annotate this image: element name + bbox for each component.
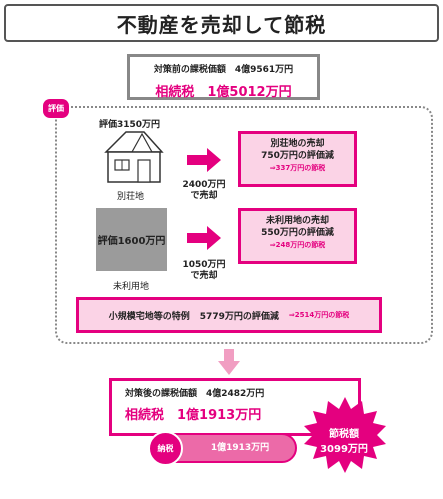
special-provision-label: 小規模宅地等の特例 (108, 311, 190, 322)
villa-result-box: 別荘地の売却 750万円の評価減 ⇒337万円の節税 (238, 131, 357, 187)
villa-result-saving: ⇒337万円の節税 (269, 164, 326, 172)
villa-value-label: 評価3150万円 (99, 120, 161, 130)
tax-payment-badge: 納税 (148, 431, 183, 466)
after-taxable-value: 対策後の課税価額 4億2482万円 (125, 389, 265, 399)
land-value-label: 評価1600万円 (97, 236, 166, 247)
savings-label: 節税額 (329, 429, 359, 440)
land-result-box: 未利用地の売却 550万円の評価減 ⇒248万円の節税 (238, 208, 357, 264)
after-inheritance-tax: 相続税 1億1913万円 (125, 408, 262, 423)
evaluation-badge: 評価 (43, 99, 69, 118)
unused-land-block: 評価1600万円 (96, 208, 167, 271)
evaluation-frame (55, 106, 433, 344)
small-residential-land-box: 小規模宅地等の特例 5779万円の評価減 ⇒2514万円の節税 (76, 297, 382, 333)
house-icon (98, 130, 168, 189)
land-name: 未利用地 (113, 282, 150, 292)
tax-payment-value: 1億1913万円 (210, 443, 270, 453)
special-provision-saving: ⇒2514万円の節税 (288, 311, 350, 319)
villa-sale-note: で売却 (190, 191, 218, 201)
villa-result-reduction: 750万円の評価減 (261, 151, 334, 161)
before-inheritance-tax: 相続税 1億5012万円 (155, 85, 292, 100)
special-provision-amount: 5779万円の評価減 (199, 311, 279, 322)
land-arrow-icon (187, 226, 221, 250)
land-result-title: 未利用地の売却 (265, 216, 329, 226)
down-arrow-icon (218, 349, 240, 379)
before-summary-box: 対策前の課税価額 4億9561万円 相続税 1億5012万円 (127, 54, 320, 100)
villa-arrow-icon (187, 148, 221, 172)
villa-name: 別荘地 (117, 192, 145, 202)
land-result-reduction: 550万円の評価減 (261, 228, 334, 238)
villa-sale-price: 2400万円 (182, 180, 226, 190)
before-taxable-value: 対策前の課税価額 4億9561万円 (153, 65, 294, 75)
savings-amount: 3099万円 (320, 444, 368, 455)
page-title: 不動産を売却して節税 (4, 4, 439, 42)
land-sale-price: 1050万円 (182, 260, 226, 270)
villa-result-title: 別荘地の売却 (270, 139, 325, 149)
page-title-text: 不動産を売却して節税 (116, 12, 327, 37)
land-result-saving: ⇒248万円の節税 (269, 241, 326, 249)
land-sale-note: で売却 (190, 271, 218, 281)
savings-burst-icon (300, 395, 390, 479)
